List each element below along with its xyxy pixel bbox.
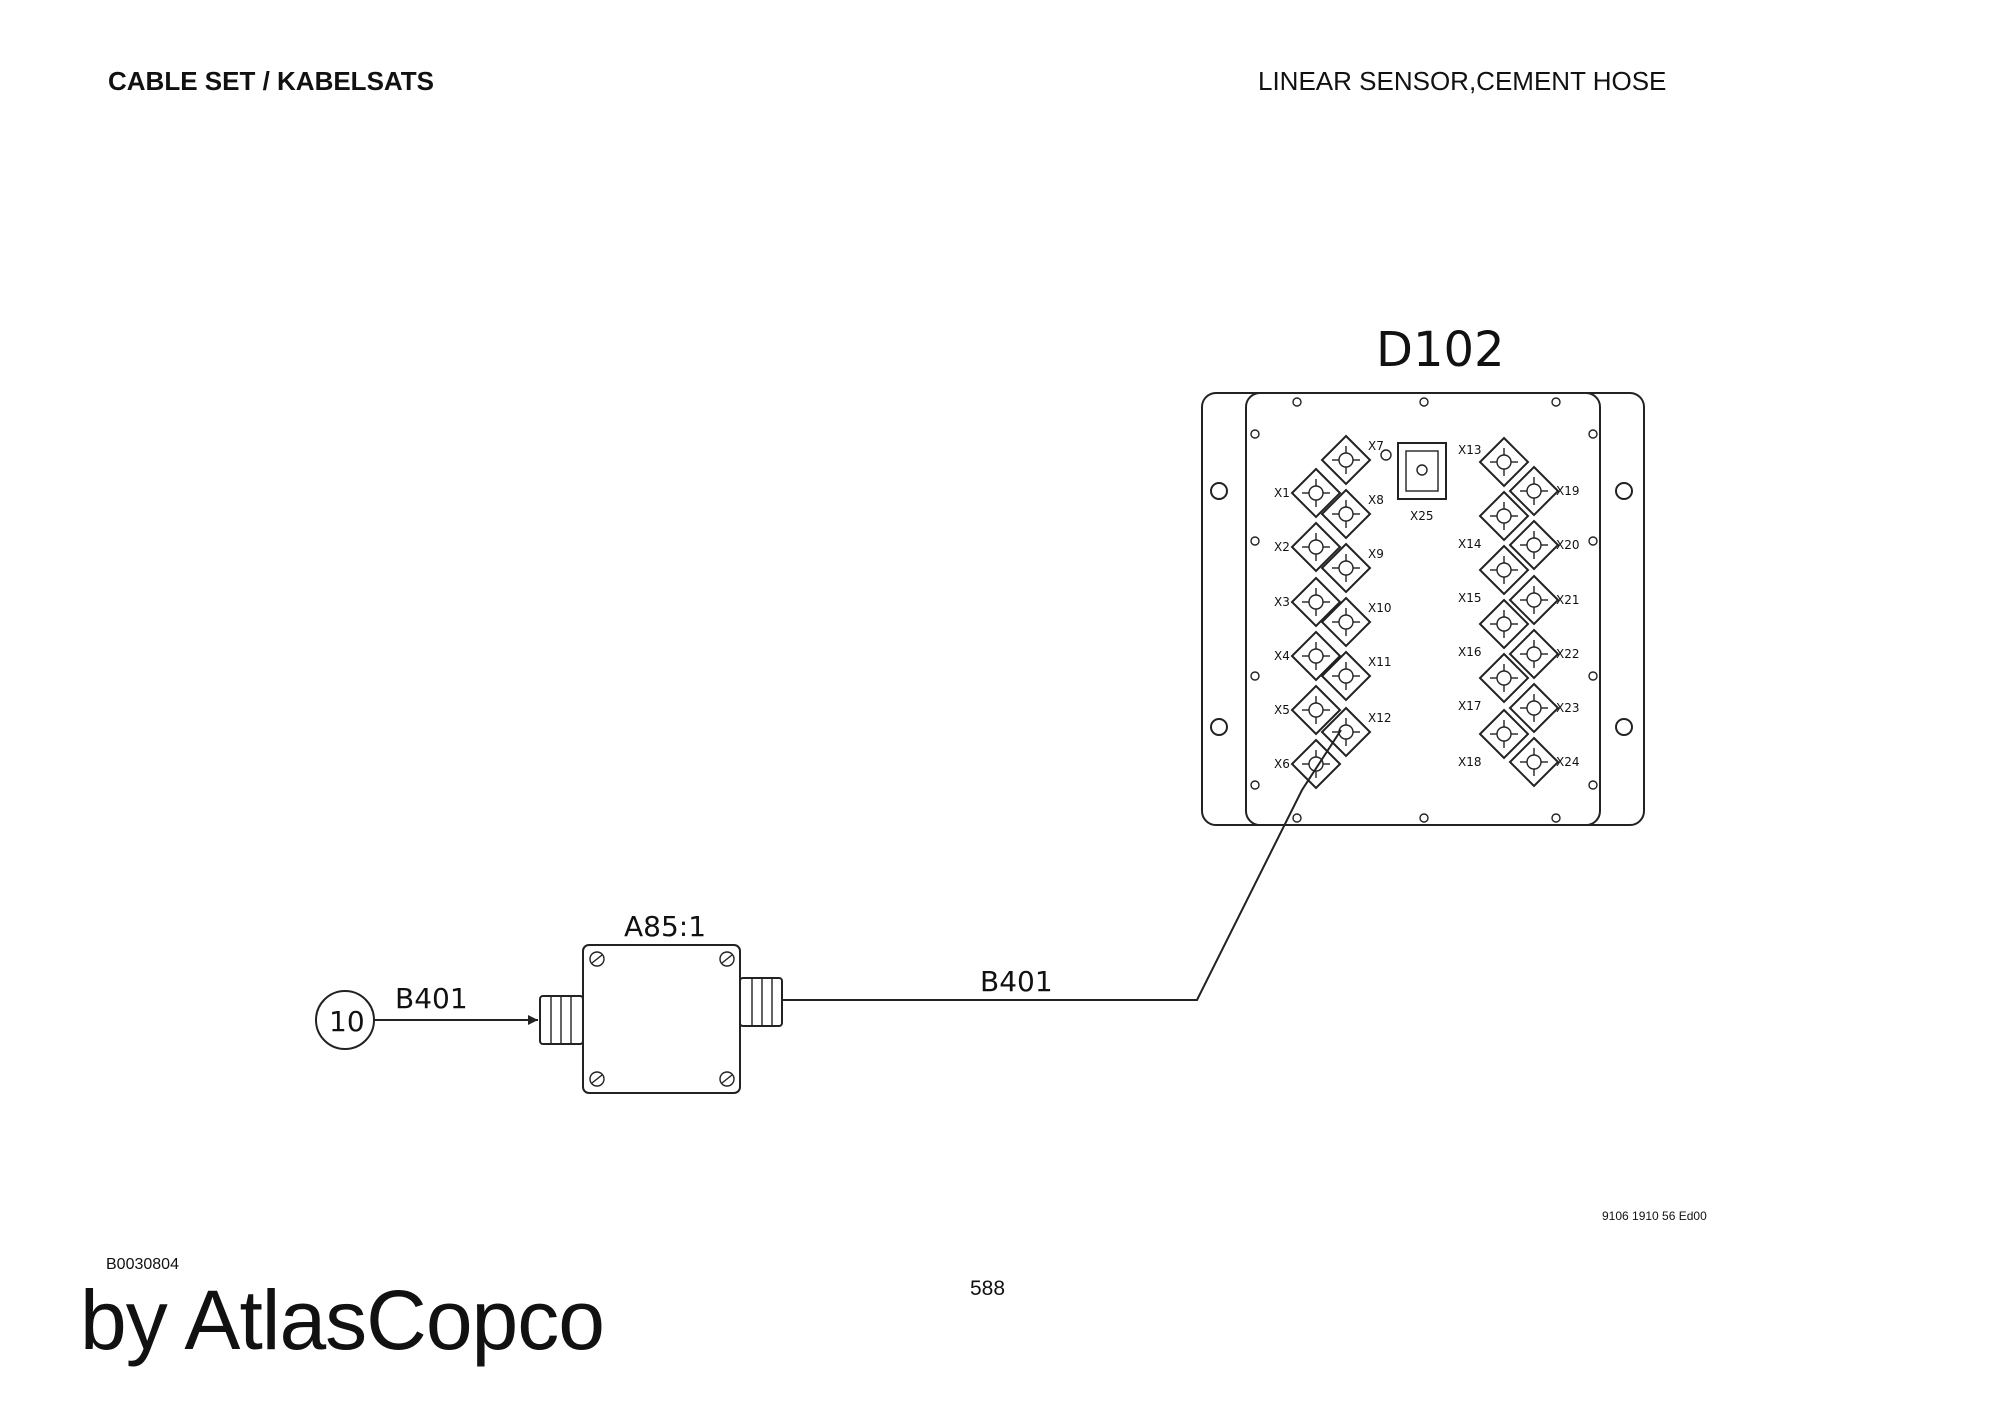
connector-x16-label: X16 [1458, 645, 1482, 659]
connector-x14: X14 [1458, 490, 1530, 551]
brand-watermark: by AtlasCopco [80, 1273, 605, 1367]
cable-label: B401 [395, 982, 468, 1015]
connector-x25: X25 [1397, 442, 1447, 523]
connector-x16: X16 [1458, 598, 1530, 659]
connector-x9-label: X9 [1368, 547, 1384, 561]
connector-x19: X19 [1508, 465, 1580, 517]
mounting-hole [1210, 482, 1228, 500]
connector-x19-label: X19 [1556, 484, 1580, 498]
junction-box-body [582, 944, 741, 1094]
connector-x24: X24 [1508, 736, 1580, 788]
control-unit-inner-frame [1245, 392, 1601, 826]
junction-box-screws [589, 951, 735, 1087]
connector-x2-label: X2 [1274, 540, 1290, 554]
header-left-title: CABLE SET / KABELSATS [108, 66, 434, 96]
control-unit-label: D102 [1376, 322, 1505, 378]
connector-x3: X3 [1274, 576, 1342, 628]
connector-x18-label: X18 [1458, 755, 1482, 769]
connector-x17-label: X17 [1458, 699, 1482, 713]
connector-x20: X20 [1508, 519, 1580, 571]
page-number: 588 [970, 1277, 1006, 1300]
frame-screws [1250, 397, 1598, 823]
connector-x12-label: X12 [1368, 711, 1392, 725]
connector-grid: X1X2X3X4X5X6X7X8X9X10X11X12X13X14X15X16X… [1274, 434, 1580, 790]
connector-x21-label: X21 [1556, 593, 1580, 607]
document-number: 9106 1910 56 Ed00 [1602, 1209, 1707, 1223]
left-cable-gland [539, 995, 584, 1045]
connector-x11: X11 [1320, 650, 1392, 702]
connector-x22-label: X22 [1556, 647, 1580, 661]
connector-x25-label: X25 [1410, 509, 1434, 523]
control-unit-d102: D102 X25 [1201, 322, 1645, 826]
junction-box-a85: A85:1 [539, 910, 783, 1094]
junction-box-label: A85:1 [624, 910, 706, 943]
connector-x15: X15 [1458, 544, 1530, 605]
figure-id: B0030804 [106, 1256, 179, 1273]
connector-x6-label: X6 [1274, 757, 1290, 771]
connector-x13: X13 [1458, 436, 1530, 488]
connector-x15-label: X15 [1458, 591, 1482, 605]
connector-x3-label: X3 [1274, 595, 1290, 609]
connector-x24-label: X24 [1556, 755, 1580, 769]
connector-x1-label: X1 [1274, 486, 1290, 500]
connector-x21: X21 [1508, 574, 1580, 626]
connector-x2: X2 [1274, 521, 1342, 573]
connector-x7-label: X7 [1368, 439, 1384, 453]
connector-x6: X6 [1274, 738, 1342, 790]
reference-circle-10: 10 [315, 990, 375, 1050]
connector-x23-label: X23 [1556, 701, 1580, 715]
mounting-hole [1615, 718, 1633, 736]
cable-label: B401 [980, 965, 1053, 998]
connector-x5: X5 [1274, 684, 1342, 736]
connector-x8: X8 [1320, 488, 1384, 540]
right-cable-gland [739, 977, 783, 1027]
cable-b401-left: B401 [374, 982, 538, 1025]
connector-x10-label: X10 [1368, 601, 1392, 615]
connector-x17: X17 [1458, 652, 1530, 713]
connector-x20-label: X20 [1556, 538, 1580, 552]
connector-x18: X18 [1458, 708, 1530, 769]
connector-x4: X4 [1274, 630, 1342, 682]
cable-b401-right: B401 [782, 729, 1342, 1001]
reference-circle-label: 10 [329, 1005, 365, 1038]
mounting-hole [1210, 718, 1228, 736]
mounting-hole [1615, 482, 1633, 500]
connector-x23: X23 [1508, 682, 1580, 734]
connector-x1: X1 [1274, 467, 1342, 519]
connector-x9: X9 [1320, 542, 1384, 594]
connector-x8-label: X8 [1368, 493, 1384, 507]
connector-x10: X10 [1320, 596, 1392, 648]
connector-x11-label: X11 [1368, 655, 1392, 669]
connector-x12: X12 [1320, 706, 1392, 758]
connector-x7: X7 [1320, 434, 1384, 486]
connector-x13-label: X13 [1458, 443, 1482, 457]
header-right-title: LINEAR SENSOR,CEMENT HOSE [1258, 66, 1667, 96]
connector-x5-label: X5 [1274, 703, 1290, 717]
connector-x4-label: X4 [1274, 649, 1290, 663]
connector-x22: X22 [1508, 628, 1580, 680]
connector-x14-label: X14 [1458, 537, 1482, 551]
